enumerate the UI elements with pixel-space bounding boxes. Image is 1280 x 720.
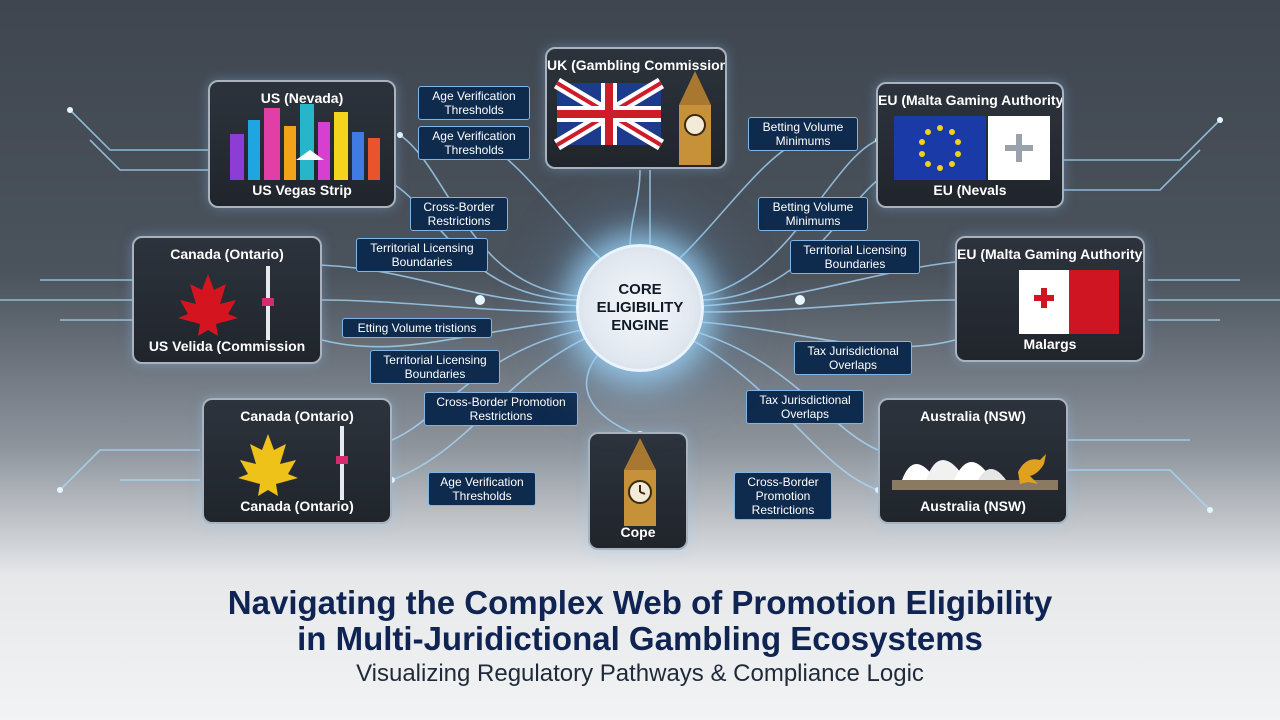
headline-line-2: in Multi-Juridictional Gambling Ecosyste… <box>297 620 983 657</box>
label-cross-border: Cross-Border Restrictions <box>410 197 508 231</box>
label-territorial-licensing: Territorial Licensing Boundaries <box>790 240 920 274</box>
card-eu-malta-top: EU (Malta Gaming Authority) EU (Nevals <box>876 82 1064 208</box>
uk-flag-big-ben-icon <box>553 71 711 165</box>
card-caption: Cope <box>620 524 656 540</box>
card-title: Australia (NSW) <box>920 408 1026 424</box>
label-age-verification: Age Verification Thresholds <box>418 86 530 120</box>
label-betting-volume: Betting Volume Minimums <box>748 117 858 151</box>
card-title: EU (Malta Gaming Authority) <box>878 92 1064 108</box>
label-cross-border-promotion: Cross-Border Promotion Restrictions <box>734 472 832 520</box>
card-title: UK (Gambling Commission <box>547 57 727 73</box>
sydney-opera-kangaroo-icon <box>892 454 1058 490</box>
label-etting-volume: Etting Volume tristions <box>342 318 492 338</box>
card-title: Canada (Ontario) <box>170 246 284 262</box>
card-caption: EU (Nevals <box>933 182 1007 198</box>
card-caption: Canada (Ontario) <box>240 498 354 514</box>
subtitle: Visualizing Regulatory Pathways & Compli… <box>356 660 924 687</box>
label-age-verification: Age Verification Thresholds <box>418 126 530 160</box>
label-territorial-licensing: Territorial Licensing Boundaries <box>356 238 488 272</box>
card-caption: US Vegas Strip <box>252 182 352 198</box>
card-eu-malta-mid: EU (Malta Gaming Authority) Malargs <box>955 236 1145 362</box>
big-ben-icon <box>624 438 656 526</box>
label-betting-volume: Betting Volume Minimums <box>758 197 868 231</box>
card-uk: UK (Gambling Commission <box>545 47 727 169</box>
card-title: EU (Malta Gaming Authority) <box>957 246 1145 262</box>
label-tax-jurisdictional: Tax Jurisdictional Overlaps <box>794 341 912 375</box>
label-cross-border-promotion: Cross-Border Promotion Restrictions <box>424 392 578 426</box>
card-caption: Malargs <box>1023 336 1077 352</box>
headline-line-1: Navigating the Complex Web of Promotion … <box>227 584 1053 621</box>
core-label: CORE ELIGIBILITY ENGINE <box>596 281 684 334</box>
label-tax-jurisdictional: Tax Jurisdictional Overlaps <box>746 390 864 424</box>
card-caption: US Velida (Commission <box>148 338 306 354</box>
canada-maple-tower-icon <box>178 266 274 340</box>
card-caption: Australia (NSW) <box>920 498 1026 514</box>
eu-malta-flags-icon <box>894 116 1050 180</box>
card-us-nevada: US (Nevada) US Vegas Strip <box>208 80 396 208</box>
card-title: Canada (Ontario) <box>240 408 354 424</box>
label-territorial-licensing: Territorial Licensing Boundaries <box>370 350 500 384</box>
card-title: US (Nevada) <box>260 90 344 106</box>
card-canada-left: Canada (Ontario) US Velida (Commission <box>132 236 322 364</box>
label-age-verification: Age Verification Thresholds <box>428 472 536 506</box>
card-canada-bottom: Canada (Ontario) Canada (Ontario) <box>202 398 392 524</box>
card-australia: Australia (NSW) Australia (NSW) <box>878 398 1068 524</box>
vegas-skyline-icon <box>230 104 380 180</box>
card-cope: Cope <box>588 432 688 550</box>
core-eligibility-engine: CORE ELIGIBILITY ENGINE <box>576 244 704 372</box>
malta-flag-icon <box>1019 270 1119 334</box>
canada-maple-tower-icon <box>238 426 348 500</box>
